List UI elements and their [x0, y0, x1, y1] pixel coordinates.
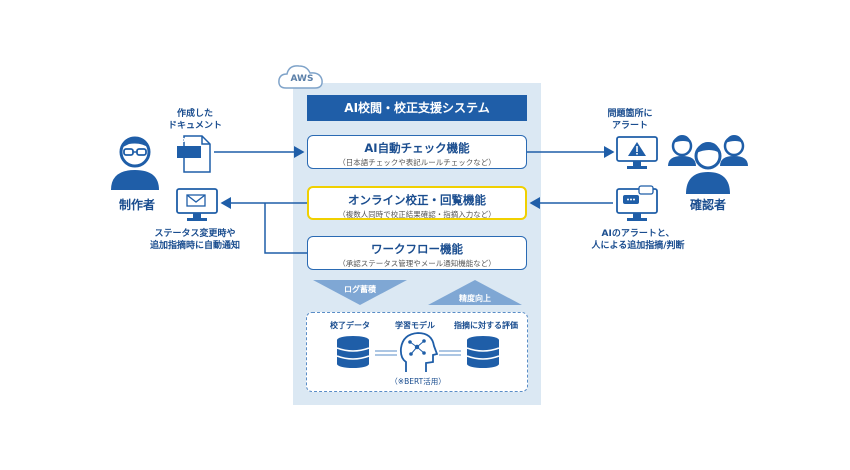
database-icon	[466, 336, 500, 368]
model-label: 学習モデル	[395, 321, 435, 330]
reviewer-group-icon	[668, 135, 748, 194]
doc-label-line1: 作成した	[176, 109, 213, 119]
feature-ai-check: AI自動チェック機能 （日本語チェックや表記ルールチェックなど）	[307, 135, 527, 169]
data-label: 校了データ	[330, 321, 370, 330]
feature-sub: （複数人同時で校正結果確認・指摘入力など）	[338, 210, 496, 219]
feature-title: ワークフロー機能	[371, 242, 463, 256]
bert-note: （※BERT活用）	[390, 377, 446, 386]
alert-monitor-icon	[616, 136, 658, 169]
system-title: AI校閲・校正支援システム	[307, 95, 527, 121]
judge-label-line2: 人による追加指摘/判断	[591, 241, 685, 251]
log-arrow	[313, 280, 407, 305]
notify-label-line2: 追加指摘時に自動通知	[149, 241, 240, 251]
log-label: ログ蓄積	[344, 285, 376, 294]
judge-label-line1: AIのアラートと、	[601, 229, 675, 239]
pdf-document-icon	[177, 135, 211, 173]
chat-monitor-icon	[616, 185, 658, 221]
creator-label: 制作者	[118, 198, 155, 212]
alert-label-line2: アラート	[611, 121, 648, 131]
alert-label: 問題箇所に アラート	[600, 108, 660, 132]
feature-sub: （日本語チェックや表記ルールチェックなど）	[338, 158, 496, 167]
alert-label-line1: 問題箇所に	[607, 109, 653, 119]
eval-label: 指摘に対する評価	[454, 321, 518, 330]
reviewer-label: 確認者	[689, 198, 726, 212]
cloud-icon	[278, 65, 323, 89]
feature-sub: （承認ステータス管理やメール通知機能など）	[338, 259, 496, 268]
precision-arrow	[428, 280, 522, 305]
bidirectional-arrows	[375, 350, 461, 356]
notify-label-line1: ステータス変更時や	[154, 229, 236, 239]
doc-label: 作成した ドキュメント	[165, 108, 225, 132]
doc-label-line2: ドキュメント	[167, 121, 222, 131]
feature-workflow: ワークフロー機能 （承認ステータス管理やメール通知機能など）	[307, 236, 527, 270]
feature-title: AI自動チェック機能	[364, 141, 470, 155]
person-glasses-icon	[111, 136, 159, 190]
database-icon	[336, 336, 370, 368]
pdf-label: PDF	[180, 137, 198, 146]
aws-label: AWS	[290, 74, 314, 84]
feature-online-review: オンライン校正・回覧機能 （複数人同時で校正結果確認・指摘入力など）	[307, 186, 527, 220]
judge-label: AIのアラートと、 人による追加指摘/判断	[583, 228, 693, 252]
email-monitor-icon	[176, 188, 218, 221]
precision-label: 精度向上	[459, 294, 491, 303]
ai-brain-head-icon	[399, 332, 438, 372]
feature-title: オンライン校正・回覧機能	[348, 193, 486, 207]
notify-label: ステータス変更時や 追加指摘時に自動通知	[140, 228, 250, 252]
